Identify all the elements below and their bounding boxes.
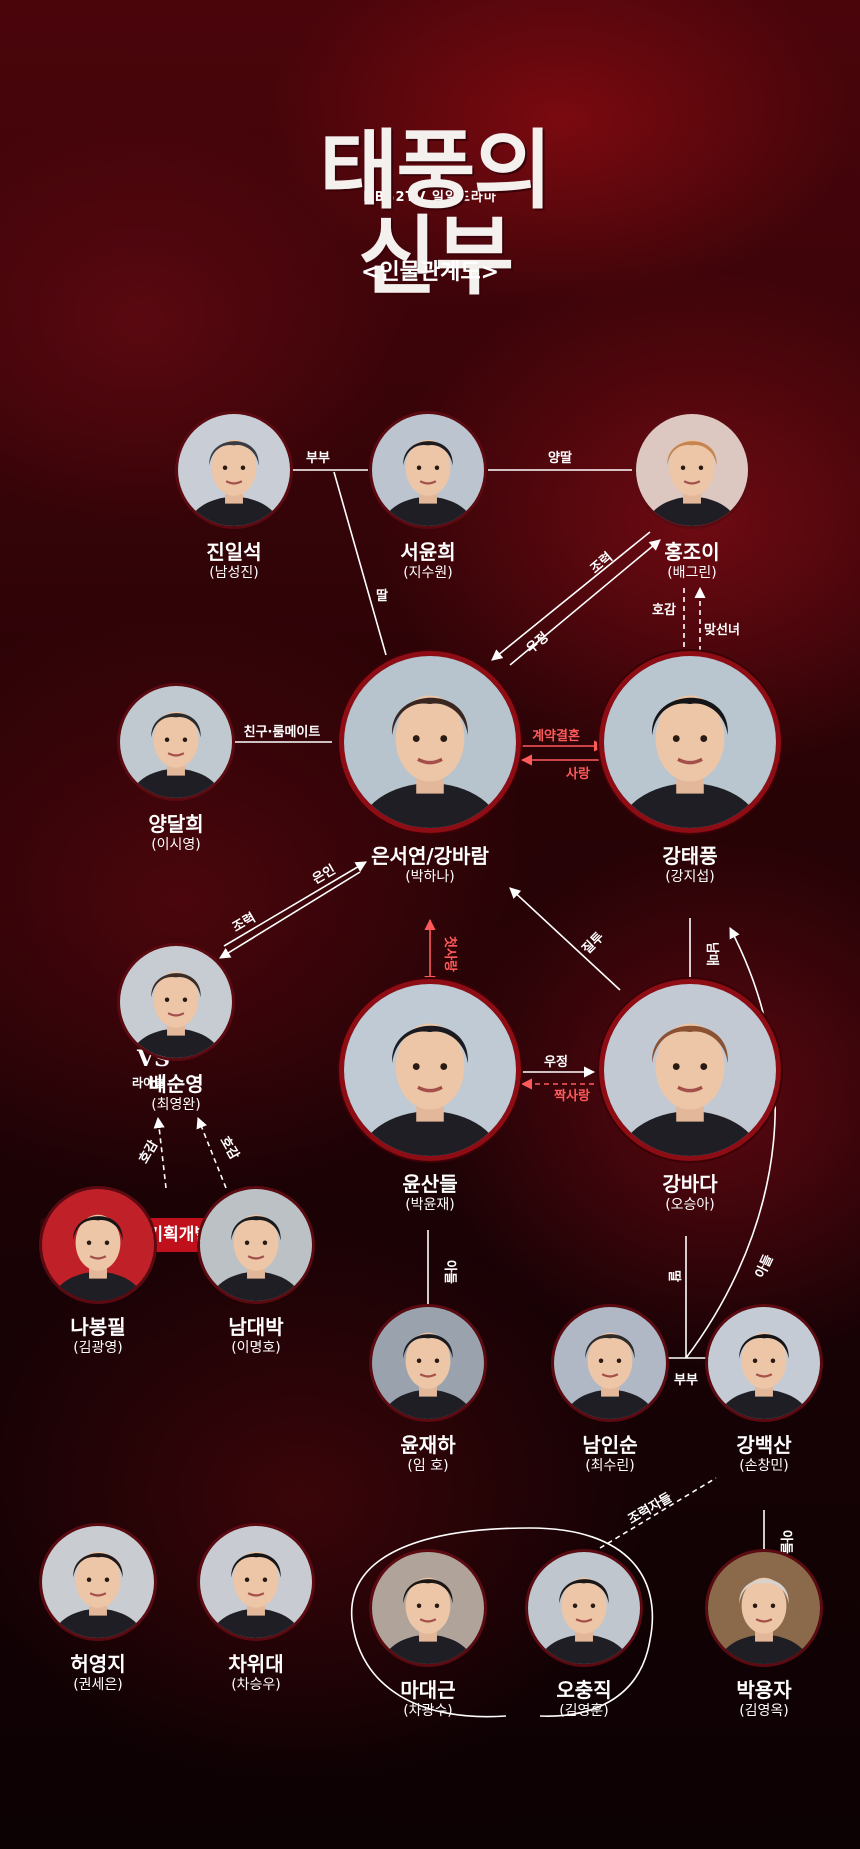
label-matseonnyeo: 맞선녀 xyxy=(704,622,740,638)
bae-sunyoung-portrait xyxy=(120,946,232,1058)
rival-label: 라이벌 xyxy=(132,1076,166,1090)
nam-insun-portrait xyxy=(554,1307,666,1419)
kang-bada-actor: (오승아) xyxy=(665,1197,715,1213)
label-hogam: 호감 xyxy=(652,603,676,618)
label-first-love: 첫사랑 xyxy=(442,936,458,972)
label-bubu-bottom: 부부 xyxy=(674,1373,698,1388)
jin-ilseok-actor: (남성진) xyxy=(209,565,259,581)
label-eunin: 은인 xyxy=(310,862,339,888)
line-joryeok-bae xyxy=(219,871,361,959)
label-friend: 친구·룸메이트 xyxy=(244,724,321,740)
cha-widae-actor: (차승우) xyxy=(231,1677,281,1693)
title-line-1: 태풍의 xyxy=(319,120,552,221)
label-ttal-bada: 딸 xyxy=(666,1270,681,1282)
seo-yunhee-name: 서윤희 xyxy=(400,540,456,564)
kang-baeksan-actor: (손창민) xyxy=(739,1458,789,1474)
cha-widae-portrait xyxy=(200,1526,312,1638)
helpers-oval xyxy=(351,1527,654,1718)
label-adeul-tae: 아들 xyxy=(752,1252,777,1280)
ma-daegeun-name: 마대근 xyxy=(400,1678,456,1702)
seo-yunhee-actor: (지수원) xyxy=(403,565,453,581)
oh-chungjik-actor: (김영훈) xyxy=(559,1703,609,1719)
heo-youngji-portrait xyxy=(42,1526,154,1638)
network-logo: KBS2TV 일일드라마 xyxy=(363,190,497,205)
eun-seoyeon-actor: (박하나) xyxy=(405,869,455,885)
na-bongpil-name: 나봉필 xyxy=(70,1315,126,1339)
park-yongja-name: 박용자 xyxy=(736,1678,792,1702)
line-jealousy xyxy=(509,887,621,991)
line-helpers xyxy=(599,1477,717,1549)
yang-dalhee-actor: (이시영) xyxy=(151,837,201,853)
hong-joi-portrait xyxy=(636,414,748,526)
ma-daegeun-portrait xyxy=(372,1552,484,1664)
title-line-2: 신부 xyxy=(357,206,514,307)
kang-bada-portrait xyxy=(604,984,776,1156)
label-bubu-top: 부부 xyxy=(306,451,330,466)
line-hogam-right xyxy=(196,1116,227,1189)
label-adeul-yun: 아들 xyxy=(442,1260,458,1284)
label-helpers: 조력자들 xyxy=(626,1490,675,1527)
drama-title: 태풍의 신부 xyxy=(280,128,590,300)
nam-daebak-portrait xyxy=(200,1189,312,1301)
line-adeul-tae xyxy=(685,927,776,1359)
label-nammae: 남매 xyxy=(704,942,720,966)
bae-sunyoung-actor: (최영완) xyxy=(151,1097,201,1113)
line-hogam-left xyxy=(153,1116,167,1189)
label-ttal: 딸 xyxy=(376,589,388,604)
yang-dalhee-name: 양달희 xyxy=(148,812,204,836)
jin-ilseok-name: 진일석 xyxy=(206,540,262,564)
bae-sunyoung-name: 배순영 xyxy=(148,1072,204,1096)
yun-jaeha-name: 윤재하 xyxy=(400,1433,456,1457)
label-adeul-park: 아들 xyxy=(778,1530,794,1554)
eun-seoyeon-portrait xyxy=(344,656,516,828)
line-eunin xyxy=(223,861,367,947)
kang-bada-name: 강바다 xyxy=(662,1172,718,1196)
yun-jaeha-actor: (임 호) xyxy=(407,1458,449,1474)
na-bongpil-portrait xyxy=(42,1189,154,1301)
label-joryeok-bae: 조력 xyxy=(230,910,258,935)
seo-yunhee-portrait xyxy=(372,414,484,526)
label-crush: 짝사랑 xyxy=(554,1088,590,1104)
line-ttal xyxy=(333,471,387,656)
label-ujeong-bada: 우정 xyxy=(544,1054,568,1070)
kang-taepung-actor: (강지섭) xyxy=(665,869,715,885)
heo-youngji-name: 허영지 xyxy=(70,1652,126,1676)
nam-insun-actor: (최수린) xyxy=(585,1458,635,1474)
jin-ilseok-portrait xyxy=(178,414,290,526)
ma-daegeun-actor: (차광수) xyxy=(403,1703,453,1719)
nam-daebak-actor: (이명호) xyxy=(231,1340,281,1356)
hong-joi-name: 홍조이 xyxy=(664,540,720,564)
label-yangttal: 양딸 xyxy=(548,451,572,466)
na-bongpil-actor: (김광영) xyxy=(73,1340,123,1356)
label-jealousy: 질투 xyxy=(580,930,608,958)
hong-joi-actor: (배그린) xyxy=(667,565,717,581)
heo-youngji-actor: (권세은) xyxy=(73,1677,123,1693)
label-contract: 계약결혼 xyxy=(532,728,580,744)
kang-baeksan-portrait xyxy=(708,1307,820,1419)
park-yongja-portrait xyxy=(708,1552,820,1664)
oh-chungjik-portrait xyxy=(528,1552,640,1664)
line-joryeok-hong xyxy=(509,539,661,666)
yun-sandeul-portrait xyxy=(344,984,516,1156)
cha-widae-name: 차위대 xyxy=(228,1652,284,1676)
eun-seoyeon-name: 은서연/강바람 xyxy=(371,844,489,868)
nam-daebak-name: 남대박 xyxy=(228,1315,284,1339)
label-hogam-left: 호감 xyxy=(136,1138,161,1166)
label-love: 사랑 xyxy=(566,766,590,782)
chart-subtitle: <인물관계도> xyxy=(360,260,500,285)
kang-baeksan-name: 강백산 xyxy=(736,1433,792,1457)
kang-taepung-portrait xyxy=(604,656,776,828)
park-yongja-actor: (김영옥) xyxy=(739,1703,789,1719)
nam-insun-name: 남인순 xyxy=(582,1433,638,1457)
line-ujeong-hong xyxy=(491,531,651,661)
yun-jaeha-portrait xyxy=(372,1307,484,1419)
kang-taepung-name: 강태풍 xyxy=(662,844,718,868)
yun-sandeul-name: 윤산들 xyxy=(402,1172,458,1196)
yang-dalhee-portrait xyxy=(120,686,232,798)
yun-sandeul-actor: (박윤재) xyxy=(405,1197,455,1213)
label-hogam-right: 호감 xyxy=(217,1134,242,1162)
oh-chungjik-name: 오충직 xyxy=(556,1678,612,1702)
